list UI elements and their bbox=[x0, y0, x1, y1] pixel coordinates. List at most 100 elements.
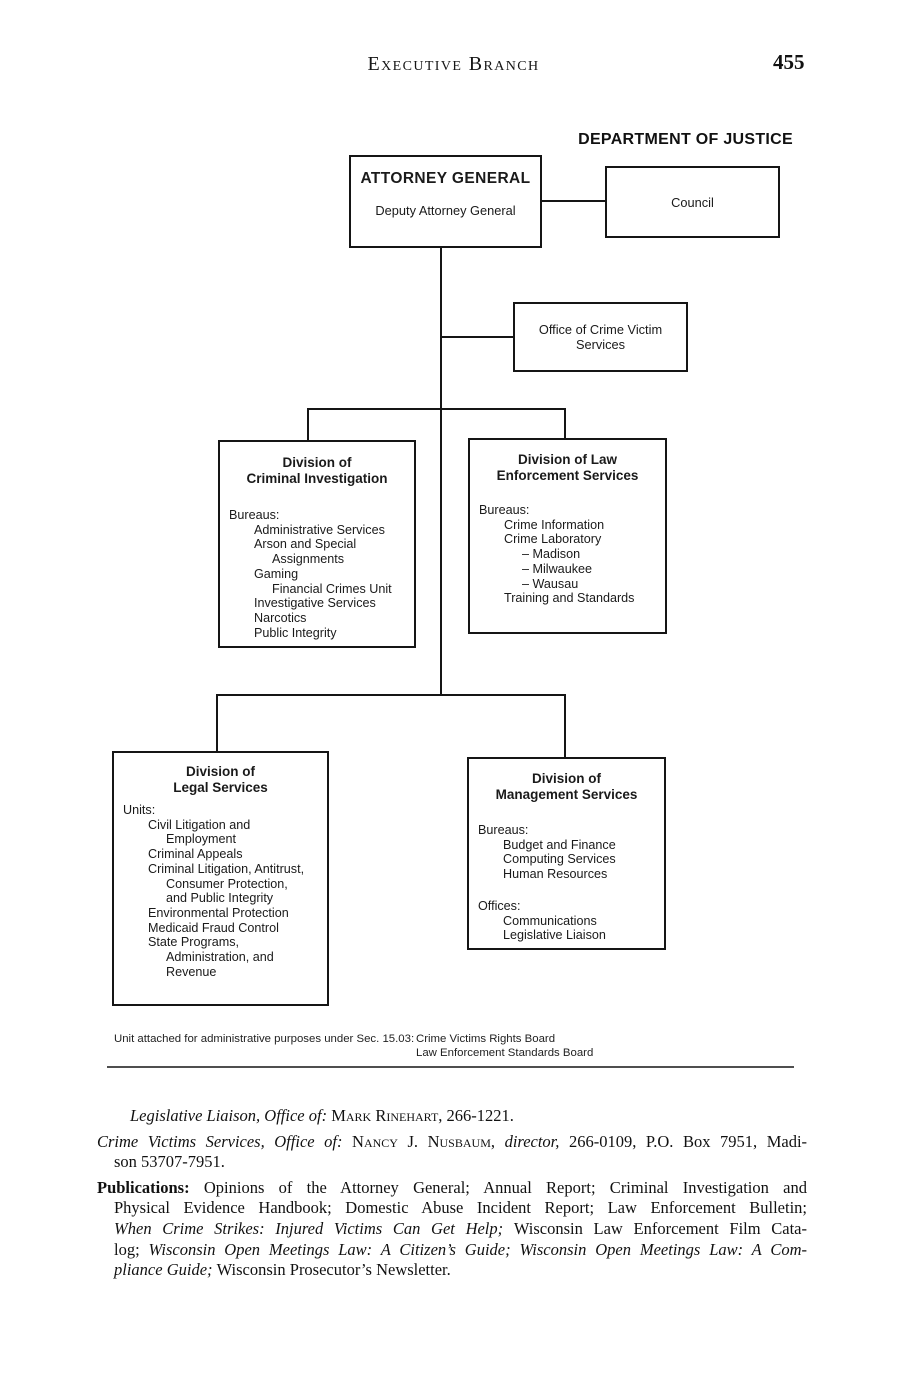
text-segment: Crime Victims Services, Office of: bbox=[97, 1131, 353, 1151]
org-list-item: Criminal Appeals bbox=[148, 847, 243, 862]
org-list-item: Environmental Protection bbox=[148, 905, 289, 920]
text-segment: Nancy J. Nusbaum bbox=[352, 1131, 491, 1151]
division-title: Division of Law Enforcement Services bbox=[470, 452, 665, 484]
body-text: Legislative Liaison, Office of: Mark Rin… bbox=[97, 1106, 807, 1286]
page-number: 455 bbox=[773, 50, 805, 74]
connector-line-upper-branch bbox=[307, 408, 566, 410]
footnote-board: Crime Victims Rights Board bbox=[416, 1033, 556, 1045]
division-legal-services-box: Division of Legal Services Units: Civil … bbox=[112, 751, 329, 1006]
chart-title: DEPARTMENT OF JUSTICE bbox=[578, 131, 793, 148]
org-list-item: – Milwaukee bbox=[522, 561, 592, 576]
division-title-line1: Division of bbox=[282, 455, 352, 470]
org-list-item: – Madison bbox=[522, 547, 581, 562]
org-list-item: Assignments bbox=[272, 552, 345, 567]
org-list-item: Civil Litigation and bbox=[148, 817, 251, 832]
text-segment: Publications: bbox=[97, 1177, 204, 1197]
org-list-item: Arson and Special bbox=[254, 537, 357, 552]
org-list-item: Consumer Protection, bbox=[166, 876, 288, 891]
bureaus-label: Bureaus: bbox=[229, 508, 280, 522]
division-criminal-investigation-box: Division of Criminal Investigation Burea… bbox=[218, 440, 416, 648]
council-box: Council bbox=[605, 166, 780, 238]
org-list-item: Employment bbox=[166, 832, 236, 847]
org-list-item: – Wausau bbox=[522, 576, 579, 591]
text-line: Publications: Opinions of the Attorney G… bbox=[97, 1178, 807, 1199]
paragraph-crime-victims-services: Crime Victims Services, Office of: Nancy… bbox=[97, 1132, 807, 1173]
org-list-item: Revenue bbox=[166, 964, 217, 979]
org-list-item: Gaming bbox=[254, 566, 299, 581]
text-line: Physical Evidence Handbook; Domestic Abu… bbox=[97, 1198, 807, 1219]
text-line: Legislative Liaison, Office of: Mark Rin… bbox=[97, 1106, 807, 1127]
connector-line-lower-right-drop bbox=[564, 696, 566, 757]
connector-line-trunk bbox=[440, 248, 442, 695]
text-segment: log; bbox=[114, 1239, 149, 1259]
org-list-item: Administration, and bbox=[166, 950, 274, 965]
horizontal-rule bbox=[107, 1066, 794, 1068]
org-list-item: Administrative Services bbox=[254, 522, 385, 537]
text-segment: director, bbox=[504, 1131, 569, 1151]
crime-victim-services-line1: Office of Crime Victim bbox=[538, 321, 663, 337]
org-list-item: State Programs, bbox=[148, 935, 239, 950]
bureaus-label: Bureaus: bbox=[478, 823, 529, 837]
org-list-item: Narcotics bbox=[254, 610, 307, 625]
org-list-item: Legislative Liaison bbox=[503, 928, 606, 943]
text-line: log; Wisconsin Open Meetings Law: A Citi… bbox=[97, 1240, 807, 1261]
text-segment: Mark Rinehart bbox=[331, 1106, 439, 1125]
paragraph-legislative-liaison: Legislative Liaison, Office of: Mark Rin… bbox=[97, 1106, 807, 1127]
division-law-enforcement-box: Division of Law Enforcement Services Bur… bbox=[468, 438, 667, 634]
attorney-general-title: ATTORNEY GENERAL bbox=[360, 170, 531, 187]
org-list-item: Computing Services bbox=[503, 852, 616, 867]
org-list-item: Communications bbox=[503, 913, 597, 928]
division-title-line2: Criminal Investigation bbox=[246, 471, 388, 486]
division-title-line1: Division of bbox=[531, 771, 601, 786]
text-segment: pliance Guide; bbox=[114, 1260, 217, 1280]
footnote-boards: Crime Victims Rights Board Law Enforceme… bbox=[416, 1033, 593, 1060]
org-list-item: Medicaid Fraud Control bbox=[148, 920, 279, 935]
org-list-item: Public Integrity bbox=[254, 625, 337, 640]
text-segment: Wisconsin Law Enforcement Film Cata- bbox=[513, 1218, 807, 1238]
text-segment: , bbox=[490, 1131, 505, 1151]
footnote-board: Law Enforcement Standards Board bbox=[416, 1046, 594, 1059]
division-title-line2: Legal Services bbox=[173, 780, 268, 795]
text-segment: son 53707-7951. bbox=[114, 1152, 225, 1172]
org-list-item: Investigative Services bbox=[254, 596, 376, 611]
text-line: son 53707-7951. bbox=[97, 1152, 807, 1173]
division-title-line1: Division of Law bbox=[517, 452, 617, 467]
text-segment: Legislative Liaison, Office of: bbox=[130, 1106, 332, 1125]
division-title: Division of Management Services bbox=[469, 771, 664, 803]
division-title-line2: Management Services bbox=[495, 787, 638, 802]
text-segment: 266-0109, P.O. Box 7951, Madi- bbox=[568, 1131, 808, 1151]
running-header-title: Executive Branch bbox=[367, 53, 540, 75]
text-line: Crime Victims Services, Office of: Nancy… bbox=[97, 1132, 807, 1153]
connector-line-ocvs bbox=[440, 336, 513, 338]
division-title: Division of Criminal Investigation bbox=[220, 455, 414, 487]
offices-label: Offices: bbox=[478, 898, 521, 913]
paragraph-publications: Publications: Opinions of the Attorney G… bbox=[97, 1178, 807, 1281]
org-list-item: Crime Information bbox=[504, 517, 605, 532]
council-label: Council bbox=[671, 194, 714, 210]
org-list-item: Criminal Litigation, Antitrust, bbox=[148, 861, 305, 876]
org-list-item: Training and Standards bbox=[504, 591, 635, 606]
org-list-item: Budget and Finance bbox=[503, 837, 616, 852]
crime-victim-services-line2: Services bbox=[575, 337, 626, 352]
division-title-line2: Enforcement Services bbox=[496, 468, 639, 483]
text-segment: , 266-1221. bbox=[438, 1106, 514, 1125]
text-line: When Crime Strikes: Injured Victims Can … bbox=[97, 1219, 807, 1240]
connector-line-upper-right-drop bbox=[564, 410, 566, 438]
text-segment: Wisconsin Prosecutor’s Newsletter. bbox=[216, 1260, 451, 1280]
division-management-services-box: Division of Management Services Bureaus:… bbox=[467, 757, 666, 950]
division-title: Division of Legal Services bbox=[114, 764, 327, 796]
org-list-item: Crime Laboratory bbox=[504, 532, 602, 547]
connector-line-lower-left-drop bbox=[216, 696, 218, 751]
text-segment: Wisconsin Open Meetings Law: A Citizen’s… bbox=[148, 1239, 807, 1259]
text-segment: When Crime Strikes: Injured Victims Can … bbox=[114, 1218, 514, 1238]
division-title-line1: Division of bbox=[185, 764, 255, 779]
connector-line-ag-council bbox=[542, 200, 605, 202]
text-line: pliance Guide; Wisconsin Prosecutor’s Ne… bbox=[97, 1260, 807, 1281]
crime-victim-services-box: Office of Crime Victim Services bbox=[513, 302, 688, 372]
footnote-label: Unit attached for administrative purpose… bbox=[114, 1033, 415, 1045]
org-list-item: Human Resources bbox=[503, 867, 608, 882]
